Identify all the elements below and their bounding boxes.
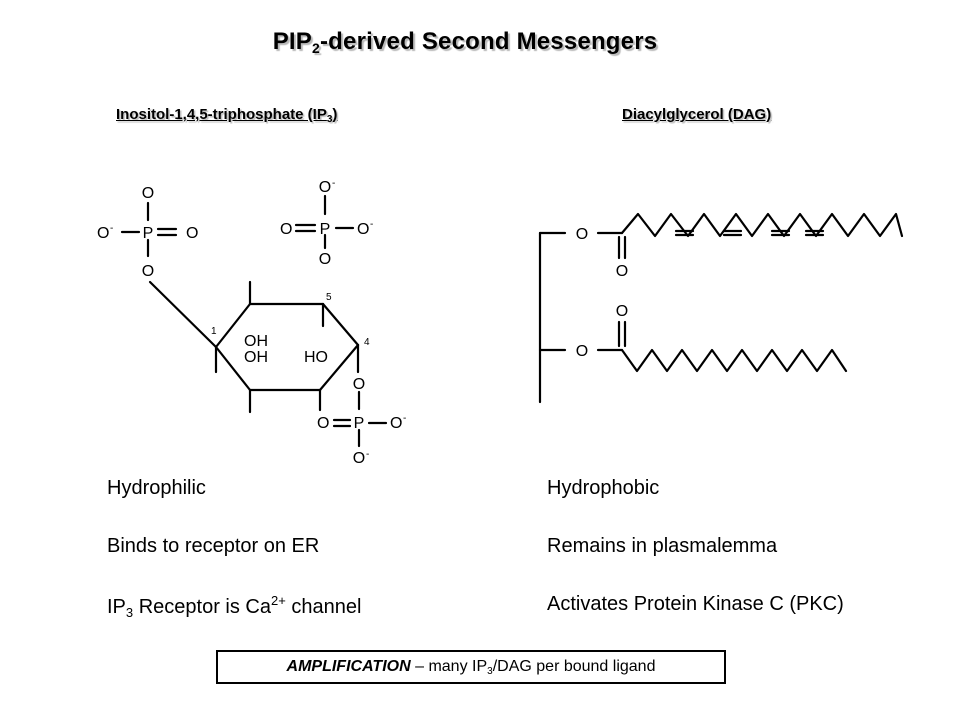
negative-charge: - bbox=[332, 178, 335, 189]
oxygen-atom: O bbox=[142, 185, 154, 202]
ip3-property-hydrophilic: Hydrophilic bbox=[107, 477, 206, 499]
slide-title: PIP2-derived Second Messengers bbox=[272, 28, 658, 56]
carbonyl-oxygen: O bbox=[616, 303, 628, 320]
negative-charge: - bbox=[403, 413, 406, 424]
oxygen-atom: O bbox=[353, 450, 365, 467]
carbon-position-4: 4 bbox=[364, 337, 370, 348]
phosphorus-atom: P bbox=[320, 221, 331, 238]
ring-bond bbox=[214, 302, 252, 349]
unsaturated-fatty-acid-chain bbox=[620, 212, 904, 238]
phosphorus-atom: P bbox=[354, 415, 365, 432]
carbon-position-5: 5 bbox=[326, 292, 332, 303]
oxygen-atom: O bbox=[317, 415, 329, 432]
oxygen-atom: O bbox=[186, 225, 198, 242]
oxygen-atom: O bbox=[142, 263, 154, 280]
oxygen-atom: O bbox=[357, 221, 369, 238]
ip3-property-receptor: IP3 Receptor is Ca2+ channel bbox=[107, 593, 362, 620]
oxygen-atom: O bbox=[280, 221, 292, 238]
dag-property-location: Remains in plasmalemma bbox=[547, 535, 778, 557]
phosphorus-atom: P bbox=[143, 225, 154, 242]
ester-oxygen: O bbox=[576, 343, 588, 360]
oxygen-atom: O bbox=[319, 251, 331, 268]
dag-property-pkc: Activates Protein Kinase C (PKC) bbox=[547, 593, 844, 615]
dag-property-hydrophobic: Hydrophobic bbox=[547, 477, 660, 499]
ip3-header: Inositol-1,4,5-triphosphate (IP3) bbox=[116, 106, 338, 125]
ip3-property-binds: Binds to receptor on ER bbox=[107, 535, 320, 557]
saturated-fatty-acid-chain bbox=[620, 348, 848, 373]
oxygen-atom: O bbox=[353, 376, 365, 393]
negative-charge: - bbox=[110, 223, 113, 234]
hydroxyl-group: OH bbox=[244, 333, 268, 350]
amplification-box: AMPLIFICATION – many IP3/DAG per bound l… bbox=[216, 650, 726, 684]
oxygen-atom: O bbox=[390, 415, 402, 432]
negative-charge: - bbox=[370, 219, 373, 230]
ring-bond bbox=[321, 302, 360, 347]
carbonyl-oxygen: O bbox=[616, 263, 628, 280]
dag-header: Diacylglycerol (DAG) bbox=[622, 106, 772, 123]
ring-bond bbox=[318, 343, 360, 392]
oxygen-atom: O bbox=[319, 179, 331, 196]
ring-bond bbox=[214, 345, 252, 392]
oxygen-atom: O bbox=[97, 225, 109, 242]
negative-charge: - bbox=[366, 449, 369, 460]
carbon-position-1: 1 bbox=[211, 326, 217, 337]
phosphate-linkage-bond bbox=[148, 280, 218, 349]
ester-oxygen: O bbox=[576, 226, 588, 243]
hydroxyl-group: HO bbox=[304, 349, 328, 366]
hydroxyl-group: OH bbox=[244, 349, 268, 366]
